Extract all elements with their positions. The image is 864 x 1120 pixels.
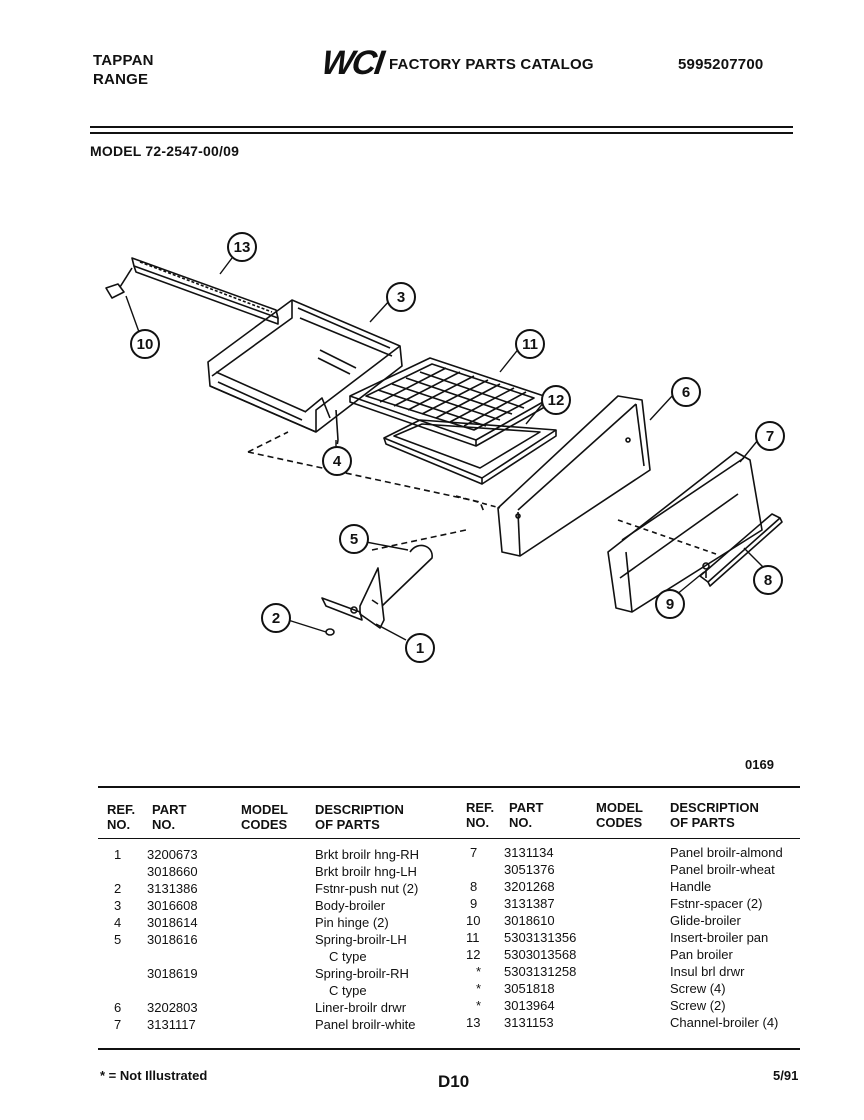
spacer-part <box>702 562 710 578</box>
table-row: 7 3131134 Panel broilr-almond <box>470 845 783 860</box>
callout-13: 13 <box>234 239 251 256</box>
page-number: D10 <box>438 1072 470 1091</box>
header-rule-bottom <box>90 132 793 134</box>
table-row: 3018660 Brkt broilr hng-LH <box>147 864 417 879</box>
catalog-title: FACTORY PARTS CATALOG <box>389 56 594 73</box>
liner-drawer-part <box>497 395 651 557</box>
callout-6: 6 <box>682 384 690 401</box>
parts-table-left: 1 3200673 Brkt broilr hng-RH 3018660 Brk… <box>0 846 864 1033</box>
callout-2: 2 <box>272 610 280 627</box>
table-row: 8 3201268 Handle <box>470 879 712 894</box>
table-rule-header <box>98 838 800 839</box>
spring-part <box>371 529 467 607</box>
table-row: 1 3200673 Brkt broilr hng-RH <box>114 847 420 862</box>
push-nut-part <box>325 628 335 636</box>
table-row: * 3013964 Screw (2) <box>476 998 726 1013</box>
revision-date: 5/91 <box>773 1068 799 1083</box>
callout-7: 7 <box>766 428 774 445</box>
table-row: 9 3131387 Fstnr-spacer (2) <box>470 896 763 911</box>
callout-3: 3 <box>397 289 405 306</box>
broiler-pan-part <box>383 419 557 485</box>
figure-code: 0169 <box>745 757 774 772</box>
table-row: 4 3018614 Pin hinge (2) <box>114 915 389 930</box>
broiler-insert-part <box>349 357 551 447</box>
table-row: 3 3016608 Body-broiler <box>114 898 386 913</box>
callout-5: 5 <box>350 531 358 548</box>
hinge-bracket-part <box>321 567 385 629</box>
header-ref-no-left: REF.NO. <box>107 802 136 832</box>
glide-broiler-part <box>105 267 133 299</box>
broiler-body-part <box>207 299 403 433</box>
table-row: 13 3131153 Channel-broiler (4) <box>466 1015 779 1030</box>
table-row: 5 3018616 Spring-broilr-LH <box>114 932 407 947</box>
parts-table-right: 7 3131134 Panel broilr-almond 3051376 Pa… <box>0 844 864 1031</box>
table-row: 6 3202803 Liner-broilr drwr <box>114 1000 407 1015</box>
table-row: 11 5303131356 Insert-broiler pan <box>466 930 769 945</box>
table-rule-bottom <box>98 1048 800 1050</box>
table-row: 10 3018610 Glide-broiler <box>466 913 741 928</box>
callout-4: 4 <box>333 453 342 470</box>
table-row: 3018619 Spring-broilr-RH <box>147 966 409 981</box>
table-row: 7 3131117 Panel broilr-white <box>114 1017 416 1032</box>
table-row: * 3051818 Screw (4) <box>476 981 726 996</box>
table-row: C type <box>329 949 367 964</box>
product-name: RANGE <box>93 71 149 88</box>
footnote-not-illustrated: * = Not Illustrated <box>100 1068 208 1083</box>
table-row: C type <box>329 983 367 998</box>
table-row: 12 5303013568 Pan broiler <box>466 947 733 962</box>
callout-9: 9 <box>666 596 674 613</box>
table-row: * 5303131258 Insul brl drwr <box>476 964 745 979</box>
callout-1: 1 <box>416 640 424 657</box>
table-rule-top <box>98 786 800 788</box>
exploded-parts-diagram: 13 10 3 4 5 11 12 6 7 8 9 2 1 <box>105 232 785 663</box>
handle-part <box>699 513 783 587</box>
callout-11: 11 <box>522 336 538 353</box>
catalog-number: 5995207700 <box>678 56 764 73</box>
brand-name: TAPPAN <box>93 52 154 69</box>
header-ref-no-right: REF.NO. <box>466 800 495 830</box>
callout-12: 12 <box>548 392 565 409</box>
header-rule-top <box>90 126 793 128</box>
model-number: MODEL 72-2547-00/09 <box>90 143 240 159</box>
table-row: 3051376 Panel broilr-wheat <box>504 862 775 877</box>
callout-8: 8 <box>764 572 772 589</box>
channel-broiler-part <box>131 257 279 325</box>
callout-10: 10 <box>137 336 154 353</box>
table-row: 2 3131386 Fstnr-push nut (2) <box>114 881 419 896</box>
broiler-panel-part <box>607 451 763 613</box>
